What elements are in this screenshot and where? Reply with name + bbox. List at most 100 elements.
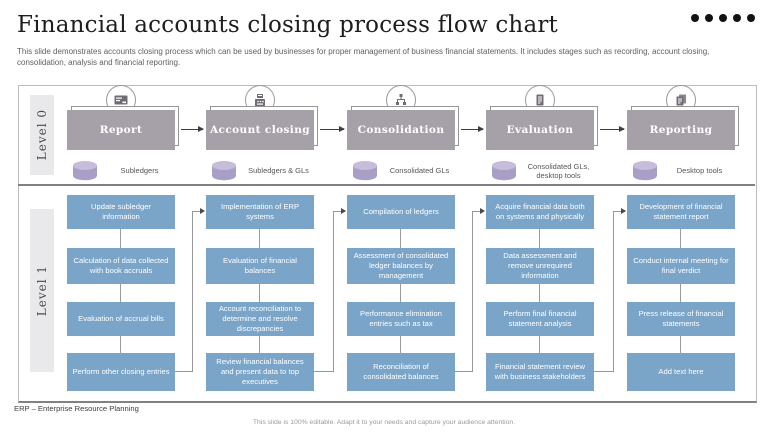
- stage-name: Reporting: [649, 124, 713, 136]
- step-connector: [259, 284, 260, 302]
- accent-dots: [691, 14, 755, 22]
- elbow-connector-arrow: [334, 208, 346, 214]
- step-connector: [259, 336, 260, 353]
- level0-badge: Level 0: [30, 95, 54, 175]
- data-store-account-closing: Subledgers & GLs: [210, 155, 314, 187]
- step-box: Perform other closing entries: [67, 353, 175, 391]
- stage-name: Account closing: [210, 124, 310, 136]
- stage-box-fill: Evaluation: [486, 110, 594, 150]
- level1-label: Level 1: [35, 264, 49, 317]
- step-connector: [680, 284, 681, 302]
- data-store-label: Desktop tools: [676, 166, 723, 176]
- step-box: Performance elimination entries such as …: [347, 302, 455, 336]
- step-connector: [539, 336, 540, 353]
- level1-badge: Level 1: [30, 209, 54, 372]
- data-store-evaluation: Consolidated GLs, desktop tools: [490, 155, 594, 187]
- step-connector: [400, 229, 401, 248]
- diagram-frame: [18, 85, 757, 403]
- step-connector: [539, 229, 540, 248]
- stage-box-report: Report: [67, 106, 179, 150]
- step-box: Review financial balances and present da…: [206, 353, 314, 391]
- stage-box-fill: Account closing: [206, 110, 314, 150]
- step-connector: [120, 336, 121, 353]
- step-box: Financial statement review with business…: [486, 353, 594, 391]
- elbow-connector-arrow: [473, 208, 485, 214]
- step-connector: [680, 336, 681, 353]
- database-cylinder-icon: [492, 161, 516, 181]
- data-store-report: Subledgers: [71, 155, 175, 187]
- stage-arrow: [320, 125, 345, 132]
- level-divider: [18, 184, 755, 186]
- stage-column-evaluation: Evaluation Consolidated GLs, desktop too…: [486, 0, 598, 432]
- step-connector: [120, 284, 121, 302]
- data-store-reporting: Desktop tools: [631, 155, 735, 187]
- data-store-label: Consolidated GLs, desktop tools: [527, 161, 590, 180]
- elbow-connector: [594, 371, 613, 372]
- dot-icon: [705, 14, 713, 22]
- editable-caption: This slide is 100% editable. Adapt it to…: [252, 419, 516, 426]
- elbow-connector: [333, 211, 334, 372]
- stage-column-consolidation: Consolidation Consolidated GLs Compilati…: [347, 0, 459, 432]
- stage-name: Consolidation: [357, 124, 445, 136]
- elbow-connector-arrow: [193, 208, 205, 214]
- step-box: Assessment of consolidated ledger balanc…: [347, 248, 455, 284]
- elbow-connector: [314, 371, 333, 372]
- step-box: Data assessment and remove unrequired in…: [486, 248, 594, 284]
- level0-label: Level 0: [35, 109, 49, 161]
- stage-column-account-closing: Account closing Subledgers & GLs Impleme…: [206, 0, 318, 432]
- elbow-connector: [455, 371, 472, 372]
- step-connector: [259, 229, 260, 248]
- stage-box-reporting: Reporting: [627, 106, 739, 150]
- step-box: Implementation of ERP systems: [206, 195, 314, 229]
- erp-footnote: ERP – Enterprise Resource Planning: [14, 404, 139, 413]
- step-connector: [539, 284, 540, 302]
- elbow-connector-arrow: [614, 208, 626, 214]
- step-connector: [120, 229, 121, 248]
- dot-icon: [733, 14, 741, 22]
- elbow-connector: [472, 211, 473, 372]
- step-connector: [400, 284, 401, 302]
- dot-icon: [747, 14, 755, 22]
- database-cylinder-icon: [73, 161, 97, 181]
- step-box: Calculation of data collected with book …: [67, 248, 175, 284]
- stage-name: Evaluation: [506, 124, 574, 136]
- stage-arrow: [461, 125, 484, 132]
- step-box: Press release of financial statements: [627, 302, 735, 336]
- step-box: Account reconciliation to determine and …: [206, 302, 314, 336]
- stage-box-fill: Consolidation: [347, 110, 455, 150]
- step-box: Evaluation of financial balances: [206, 248, 314, 284]
- dot-icon: [719, 14, 727, 22]
- step-box: Update subledger information: [67, 195, 175, 229]
- step-connector: [680, 229, 681, 248]
- stage-box-fill: Report: [67, 110, 175, 150]
- step-box: Reconciliation of consolidated balances: [347, 353, 455, 391]
- stage-column-reporting: Reporting Desktop tools Development of f…: [627, 0, 739, 432]
- elbow-connector: [613, 211, 614, 372]
- data-store-label: Subledgers: [120, 166, 159, 176]
- elbow-connector: [192, 211, 193, 372]
- step-box: Compilation of ledgers: [347, 195, 455, 229]
- stage-box-consolidation: Consolidation: [347, 106, 459, 150]
- data-store-label: Subledgers & GLs: [248, 166, 309, 176]
- step-box: Evaluation of accrual bills: [67, 302, 175, 336]
- data-store-label: Consolidated GLs: [389, 166, 450, 176]
- stage-box-fill: Reporting: [627, 110, 735, 150]
- stage-arrow: [600, 125, 625, 132]
- step-box: Add text here: [627, 353, 735, 391]
- stage-column-report: Report Subledgers Update subledger infor…: [67, 0, 179, 432]
- stage-box-evaluation: Evaluation: [486, 106, 598, 150]
- dot-icon: [691, 14, 699, 22]
- step-box: Acquire financial data both on systems a…: [486, 195, 594, 229]
- data-store-consolidation: Consolidated GLs: [351, 155, 455, 187]
- step-box: Perform final financial statement analys…: [486, 302, 594, 336]
- stage-box-account-closing: Account closing: [206, 106, 318, 150]
- elbow-connector: [175, 371, 192, 372]
- stage-arrow: [181, 125, 204, 132]
- step-connector: [400, 336, 401, 353]
- step-box: Development of financial statement repor…: [627, 195, 735, 229]
- database-cylinder-icon: [633, 161, 657, 181]
- database-cylinder-icon: [212, 161, 236, 181]
- page-title: Financial accounts closing process flow …: [17, 12, 558, 38]
- database-cylinder-icon: [353, 161, 377, 181]
